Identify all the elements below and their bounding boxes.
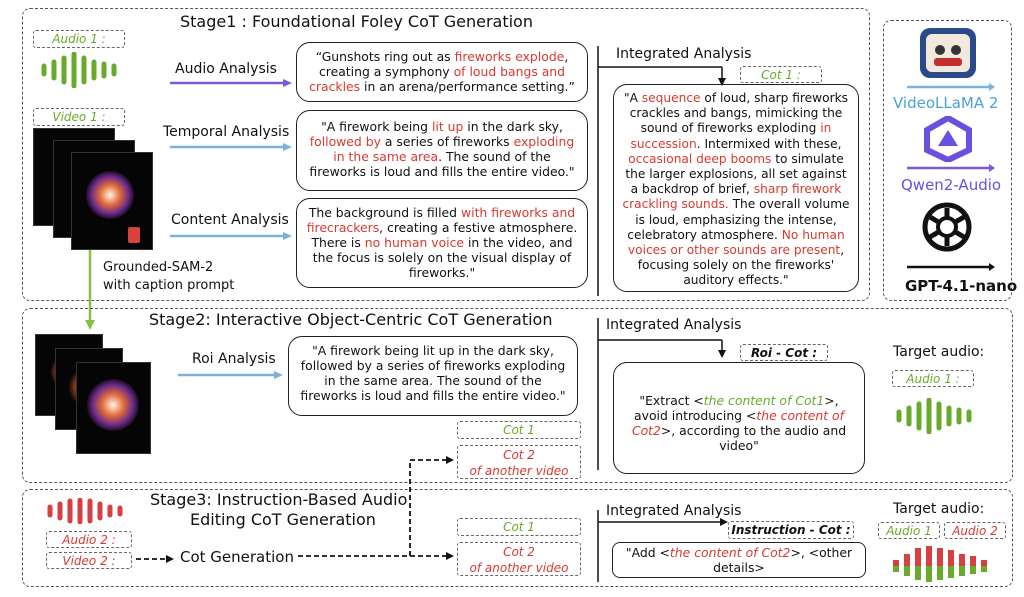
grounded-sam-label-2: with caption prompt — [103, 278, 235, 293]
roi-analysis-text: "A firework being lit up in the dark sky… — [288, 336, 578, 416]
stage2-target-waveform — [896, 398, 972, 434]
gpt-label: GPT-4.1-nano — [905, 277, 1018, 295]
stage3-cot2-tag: Cot 2 of another video — [457, 542, 581, 576]
qwen-label: Qwen2-Audio — [901, 176, 1002, 194]
roi-cot-text: "Extract <the content of Cot1>, avoid in… — [613, 362, 865, 474]
instruction-cot-tag: Instruction - Cot : — [728, 521, 854, 539]
stage1-panel — [22, 8, 870, 301]
cot1-tag: Cot 1 : — [740, 66, 822, 83]
stage3-title-line1: Stage3: Instruction-Based Audio — [150, 490, 408, 509]
videollama-arrow — [907, 83, 995, 91]
stage2-cot1-tag: Cot 1 — [457, 421, 581, 439]
stage1-integrated-analysis-label: Integrated Analysis — [616, 46, 752, 62]
audio1-tag: Audio 1 : — [33, 30, 125, 48]
audio2-waveform — [47, 498, 123, 524]
roi-cot-tag: Roi - Cot : — [740, 344, 828, 361]
stage3-cot1-tag: Cot 1 — [457, 518, 581, 536]
grounded-sam-label-1: Grounded-SAM-2 — [103, 260, 214, 275]
video1-frame-3 — [71, 152, 153, 250]
audio-analysis-label: Audio Analysis — [175, 61, 277, 77]
roi-analysis-label: Roi Analysis — [192, 351, 276, 367]
stage3-title-line2: Editing CoT Generation — [190, 510, 376, 529]
stage3-audio1-tag: Audio 1 — [878, 522, 940, 539]
content-analysis-text: The background is filled with fireworks … — [296, 198, 588, 288]
audio-analysis-text: “Gunshots ring out as fireworks explode,… — [296, 42, 588, 102]
stage3-panel — [22, 489, 1013, 587]
videollama-label: VideoLLaMA 2 — [893, 94, 999, 112]
gpt-arrow — [907, 263, 995, 271]
temporal-analysis-text: "A firework being lit up in the dark sky… — [296, 110, 588, 191]
video1-tag: Video 1 : — [33, 108, 125, 126]
stage3-cot2-tag-line2: of another video — [469, 561, 569, 575]
openai-logo — [922, 202, 972, 252]
cot-generation-label: Cot Generation — [180, 548, 294, 566]
audio2-tag: Audio 2 : — [46, 531, 132, 548]
stage2-cot2-tag-line1: Cot 2 — [503, 448, 535, 462]
stage2-cot2-tag: Cot 2 of another video — [457, 445, 581, 479]
models-panel — [883, 20, 1012, 301]
cot1-text: "A sequence of loud, sharp fireworks cra… — [613, 84, 859, 292]
instruction-cot-text: "Add <the content of Cot2>, <other detai… — [612, 542, 866, 578]
temporal-analysis-label: Temporal Analysis — [163, 124, 290, 140]
stage3-cot2-tag-line1: Cot 2 — [503, 545, 535, 559]
stage3-audio2-tag: Audio 2 — [944, 522, 1006, 539]
stage2-title: Stage2: Interactive Object-Centric CoT G… — [149, 310, 553, 329]
stage2-target-audio-tag: Audio 1 : — [892, 370, 974, 387]
stage3-target-audio-label: Target audio: — [893, 501, 985, 517]
videollama-logo — [920, 28, 976, 78]
audio1-waveform — [41, 52, 117, 88]
stage2-integrated-analysis-label: Integrated Analysis — [606, 317, 742, 333]
roi-frame-3 — [76, 362, 151, 454]
qwen-logo — [924, 116, 972, 162]
content-analysis-label: Content Analysis — [171, 212, 289, 228]
stage3-integrated-analysis-label: Integrated Analysis — [606, 503, 742, 519]
stage2-panel — [22, 308, 1013, 483]
mixed-target-waveform — [893, 546, 987, 582]
video2-tag: Video 2 : — [46, 552, 132, 569]
qwen-arrow — [907, 164, 995, 172]
stage2-cot2-tag-line2: of another video — [469, 464, 569, 478]
stage2-target-audio-label: Target audio: — [893, 344, 985, 360]
stage1-title: Stage1 : Foundational Foley CoT Generati… — [180, 12, 533, 31]
